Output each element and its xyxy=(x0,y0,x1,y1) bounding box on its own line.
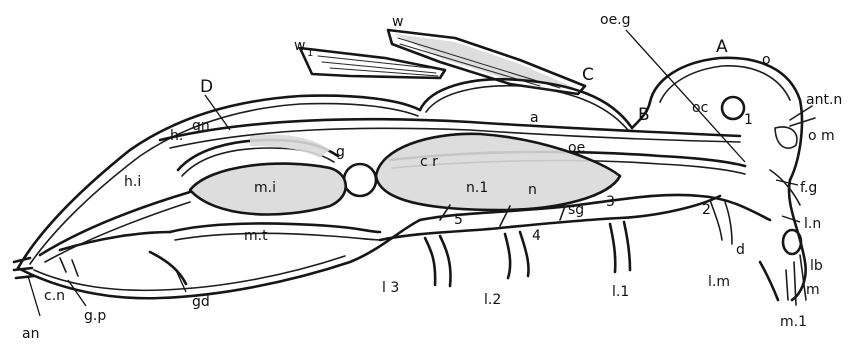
label-d: d xyxy=(736,242,745,258)
label-gd: gd xyxy=(192,294,210,310)
label-a: a xyxy=(530,110,539,126)
label-m-i: m.i xyxy=(254,180,276,196)
label-gn: gn xyxy=(192,118,210,134)
gizzard xyxy=(344,164,376,196)
label-an: an xyxy=(22,326,39,342)
label-ant-n: ant.n xyxy=(806,92,842,108)
label-3: 3 xyxy=(606,194,615,210)
head-capsule xyxy=(650,58,815,305)
label-l2: l.2 xyxy=(484,292,501,308)
label-l-n: l.n xyxy=(804,216,821,232)
label-l1: l.1 xyxy=(612,284,629,300)
label-m: m xyxy=(806,282,820,298)
label-l3: l 3 xyxy=(382,280,399,296)
label-n1: n.1 xyxy=(466,180,488,196)
label-h: h. xyxy=(170,128,183,144)
label-oe-g: oe.g xyxy=(600,12,631,28)
label-5: 5 xyxy=(454,212,463,228)
label-region-d: D xyxy=(200,77,213,97)
label-1: 1 xyxy=(744,112,753,128)
label-2: 2 xyxy=(702,202,711,218)
label-o: o xyxy=(762,52,771,68)
label-n: n xyxy=(528,182,537,198)
label-region-c: C xyxy=(582,65,594,85)
label-g: g xyxy=(336,144,345,160)
label-oe: oe xyxy=(568,140,585,156)
label-w1: w xyxy=(294,38,305,54)
label-c-n: c.n xyxy=(44,288,65,304)
label-4: 4 xyxy=(532,228,541,244)
label-c-r: c r xyxy=(420,154,438,170)
label-oc: oc xyxy=(692,100,708,116)
label-sg: sg xyxy=(568,202,584,218)
label-w: w xyxy=(392,14,403,30)
label-g-p: g.p xyxy=(84,308,106,324)
label-region-a: A xyxy=(716,37,728,57)
label-w1-sub: 1 xyxy=(307,48,313,59)
malpighian-tubules xyxy=(60,224,382,250)
label-o-m: o m xyxy=(808,128,835,144)
label-m1: m.1 xyxy=(780,314,807,330)
label-h-i: h.i xyxy=(124,174,141,190)
label-region-b: B xyxy=(638,105,650,125)
wings xyxy=(300,30,585,94)
label-l-m: l.m xyxy=(708,274,730,290)
label-lb: lb xyxy=(810,258,823,274)
label-f-g: f.g xyxy=(800,180,817,196)
label-m-t: m.t xyxy=(244,228,268,244)
